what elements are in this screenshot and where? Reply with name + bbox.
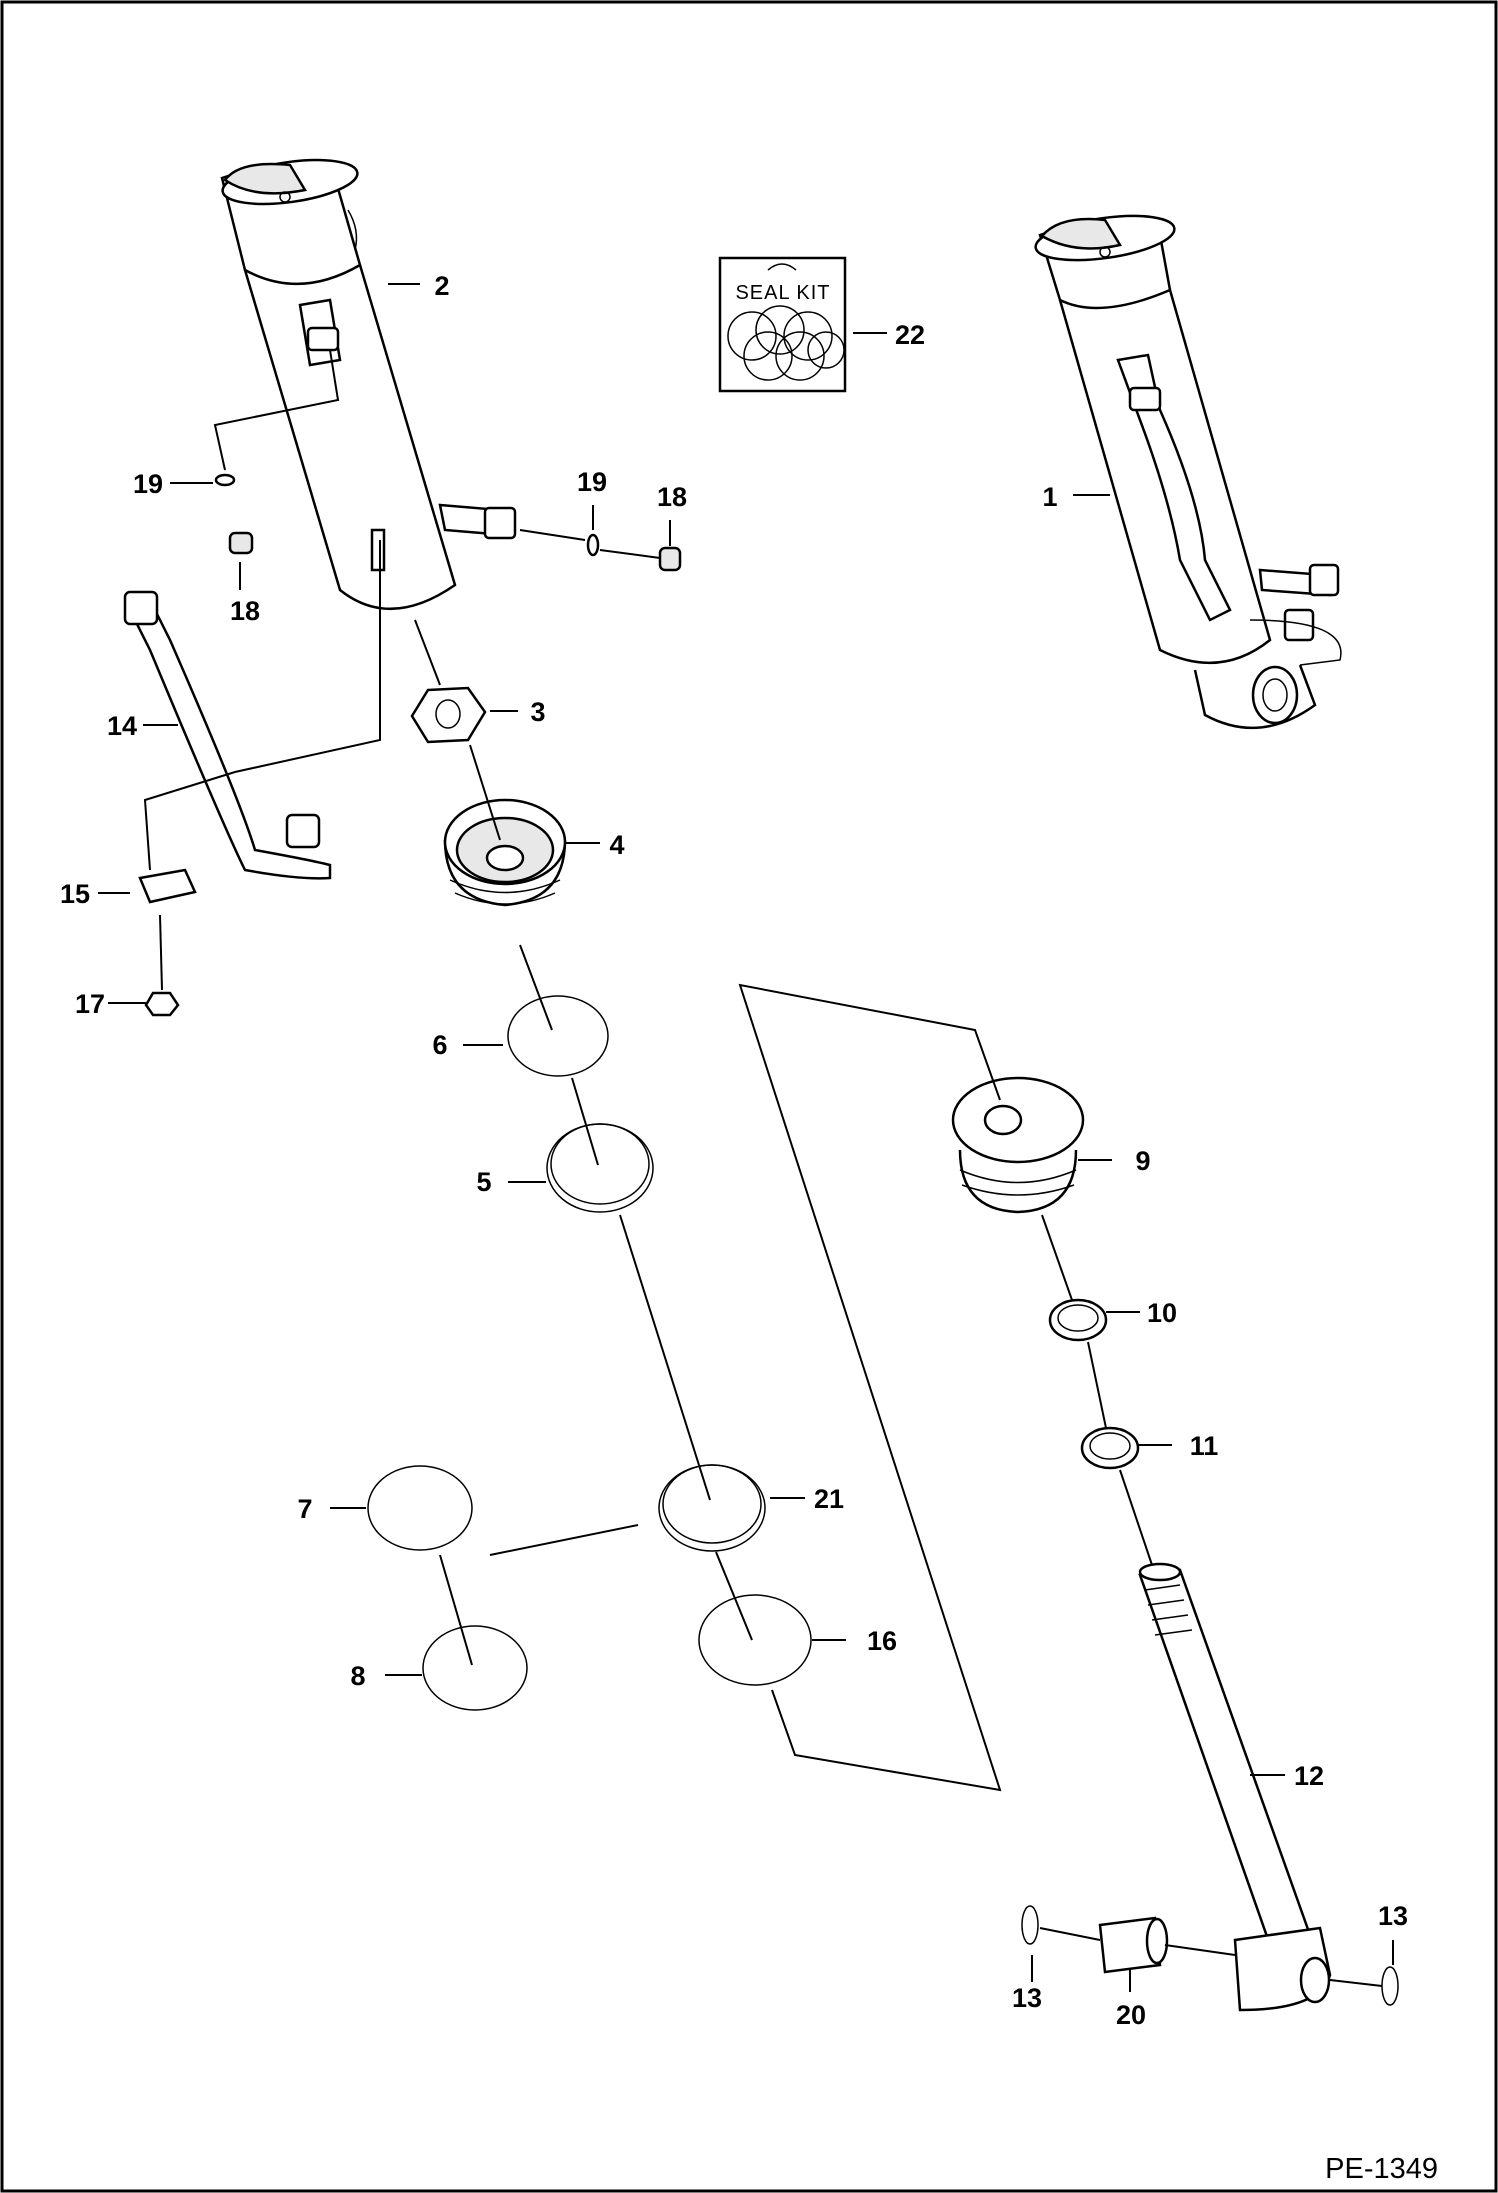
part-19-o-ring-right [586, 533, 600, 557]
part-17-nut [144, 991, 180, 1017]
drawing-code: PE-1349 [1325, 2153, 1438, 2185]
callout-6: 6 [432, 1030, 447, 1060]
exploded-view-lines [143, 349, 1383, 1987]
part-15-clamp [138, 868, 197, 904]
part-14-hydraulic-tube [123, 590, 332, 880]
callout-4: 4 [609, 830, 624, 860]
callout-7: 7 [297, 1494, 312, 1524]
callout-13-right: 13 [1378, 1901, 1408, 1931]
part-5-ring [546, 1123, 654, 1213]
part-21-ring [658, 1464, 766, 1552]
part-13-ring-left [1021, 1905, 1039, 1945]
callout-22: 22 [895, 320, 925, 350]
callout-17: 17 [75, 989, 105, 1019]
callout-15: 15 [60, 879, 90, 909]
callout-9: 9 [1135, 1146, 1150, 1176]
part-6-o-ring [507, 995, 609, 1077]
part-7-ring [367, 1465, 473, 1551]
callout-leaders [98, 283, 1394, 1992]
part-18-cap-left [228, 531, 254, 555]
callout-5: 5 [476, 1167, 491, 1197]
part-19-o-ring-left [214, 473, 236, 487]
callout-12: 12 [1294, 1761, 1324, 1791]
callout-11: 11 [1190, 1431, 1219, 1461]
part-4-piston [443, 798, 567, 907]
callout-18-left: 18 [230, 596, 260, 626]
callout-20: 20 [1116, 2000, 1146, 2030]
part-22-seal-kit: SEAL KIT [718, 256, 847, 393]
part-1-cylinder-assembly [1034, 214, 1342, 730]
callout-19-left: 19 [133, 469, 163, 499]
part-13-ring-right [1381, 1966, 1399, 2006]
part-16-ring [698, 1594, 812, 1686]
part-9-gland [951, 1076, 1085, 1214]
callout-14: 14 [107, 711, 137, 741]
callout-13-left: 13 [1012, 1983, 1042, 2013]
callout-8: 8 [350, 1661, 365, 1691]
callout-18-right: 18 [657, 482, 687, 512]
callout-10: 10 [1147, 1298, 1177, 1328]
callout-19-right: 19 [577, 467, 607, 497]
callout-21: 21 [814, 1484, 844, 1514]
part-2-cylinder-barrel [220, 158, 517, 610]
part-20-bushing [1098, 1916, 1169, 1974]
seal-kit-label: SEAL KIT [735, 282, 830, 304]
part-3-nut [410, 686, 487, 744]
part-18-cap-right [658, 546, 682, 572]
callout-2: 2 [434, 271, 449, 301]
part-11-seal [1080, 1426, 1140, 1470]
callout-numbers: 1 2 3 4 5 6 7 8 9 10 11 12 13 13 14 15 1… [60, 271, 1408, 2030]
part-8-ring [422, 1625, 528, 1711]
callout-3: 3 [530, 697, 545, 727]
part-12-rod [1138, 1562, 1332, 2012]
callout-16: 16 [867, 1626, 897, 1656]
part-10-seal [1048, 1298, 1108, 1342]
callout-1: 1 [1042, 482, 1057, 512]
